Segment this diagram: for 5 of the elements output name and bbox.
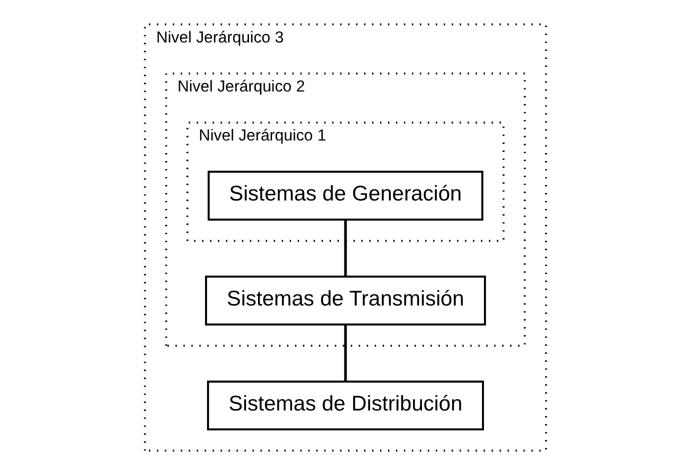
- connector: [344, 220, 347, 277]
- node-box: Sistemas de Distribución: [207, 380, 484, 430]
- node-box: Sistemas de Transmisión: [205, 276, 486, 326]
- node-box: Sistemas de Generación: [208, 170, 484, 221]
- connector: [344, 324, 347, 382]
